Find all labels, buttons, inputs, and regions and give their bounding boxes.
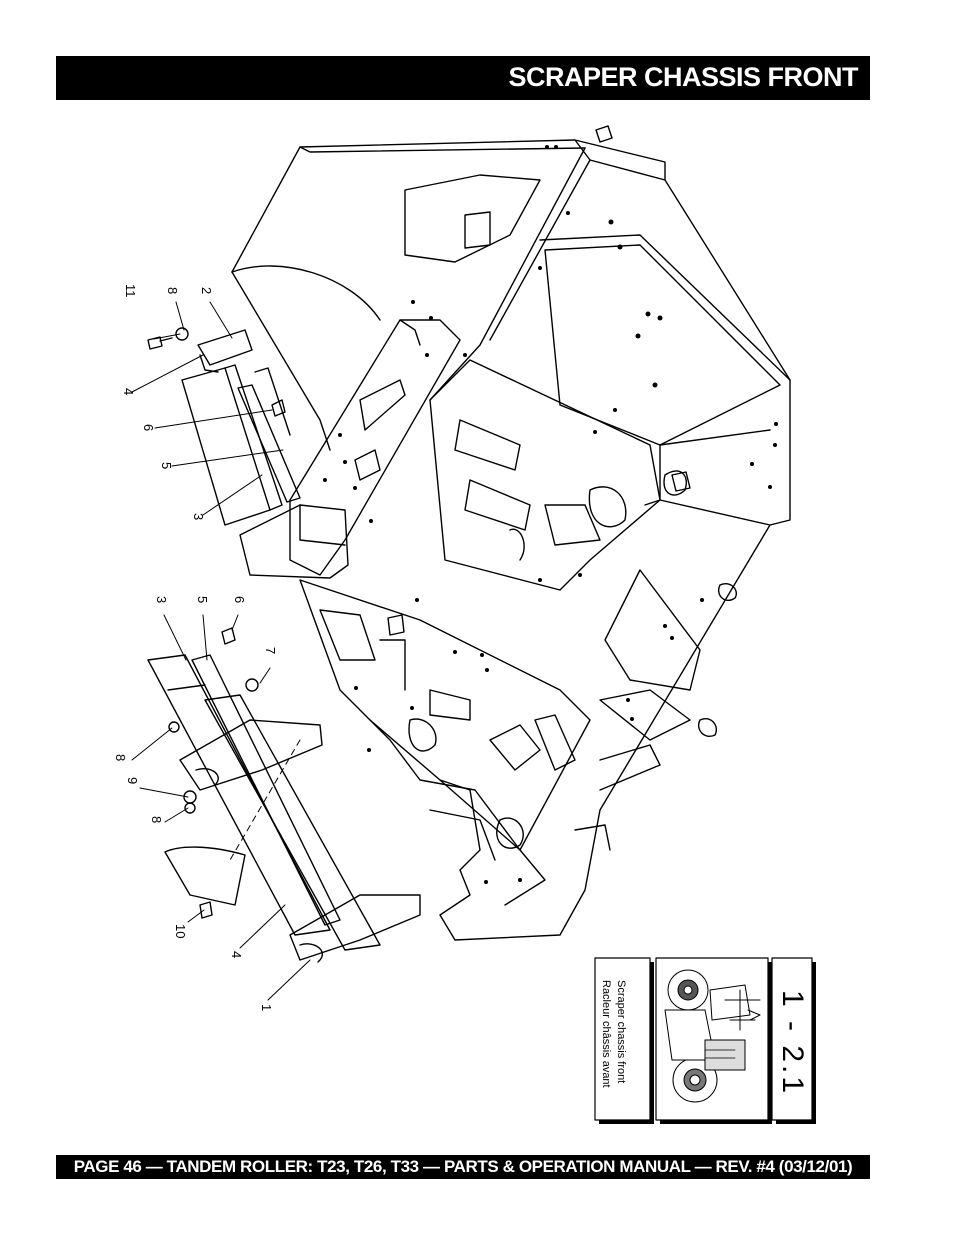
callout-6-lower: 6 (232, 596, 247, 603)
page-footer: PAGE 46 — TANDEM ROLLER: T23, T26, T33 —… (56, 1155, 870, 1179)
callout-1: 1 (259, 1004, 274, 1011)
reference-caption-fr: Racleur châssis avant (600, 980, 612, 1088)
callout-5: 5 (159, 462, 174, 469)
callout-5-lower: 5 (195, 596, 210, 603)
upper-scraper-assembly (131, 301, 301, 526)
page-header: SCRAPER CHASSIS FRONT (56, 56, 870, 100)
callout-4-lower: 4 (229, 951, 244, 958)
chassis-frame (231, 125, 791, 941)
callout-8-lower-b: 8 (149, 816, 164, 823)
page-title: SCRAPER CHASSIS FRONT (508, 62, 858, 92)
reference-caption-en: Scraper chassis front (615, 980, 627, 1083)
callout-labels: 11 8 2 4 6 5 3 3 5 6 7 8 9 8 10 4 1 (113, 284, 278, 1011)
callout-3: 3 (191, 513, 206, 520)
reference-box: Scraper chassis front Racleur châssis av… (594, 957, 816, 1124)
callout-10: 10 (173, 924, 188, 938)
callout-3-lower: 3 (154, 596, 169, 603)
callout-2: 2 (199, 287, 214, 294)
callout-9: 9 (125, 777, 140, 784)
reference-number: 1 - 2.1 (776, 990, 809, 1096)
callout-6: 6 (141, 424, 156, 431)
callout-4: 4 (121, 388, 136, 395)
callout-8-lower-a: 8 (113, 754, 128, 761)
lower-scraper-assembly (131, 614, 421, 1001)
callout-8: 8 (165, 287, 180, 294)
callout-7: 7 (263, 647, 278, 654)
roller-thumbnail (664, 969, 761, 1103)
callout-11: 11 (123, 284, 138, 298)
footer-text: PAGE 46 — TANDEM ROLLER: T23, T26, T33 —… (73, 1157, 853, 1176)
